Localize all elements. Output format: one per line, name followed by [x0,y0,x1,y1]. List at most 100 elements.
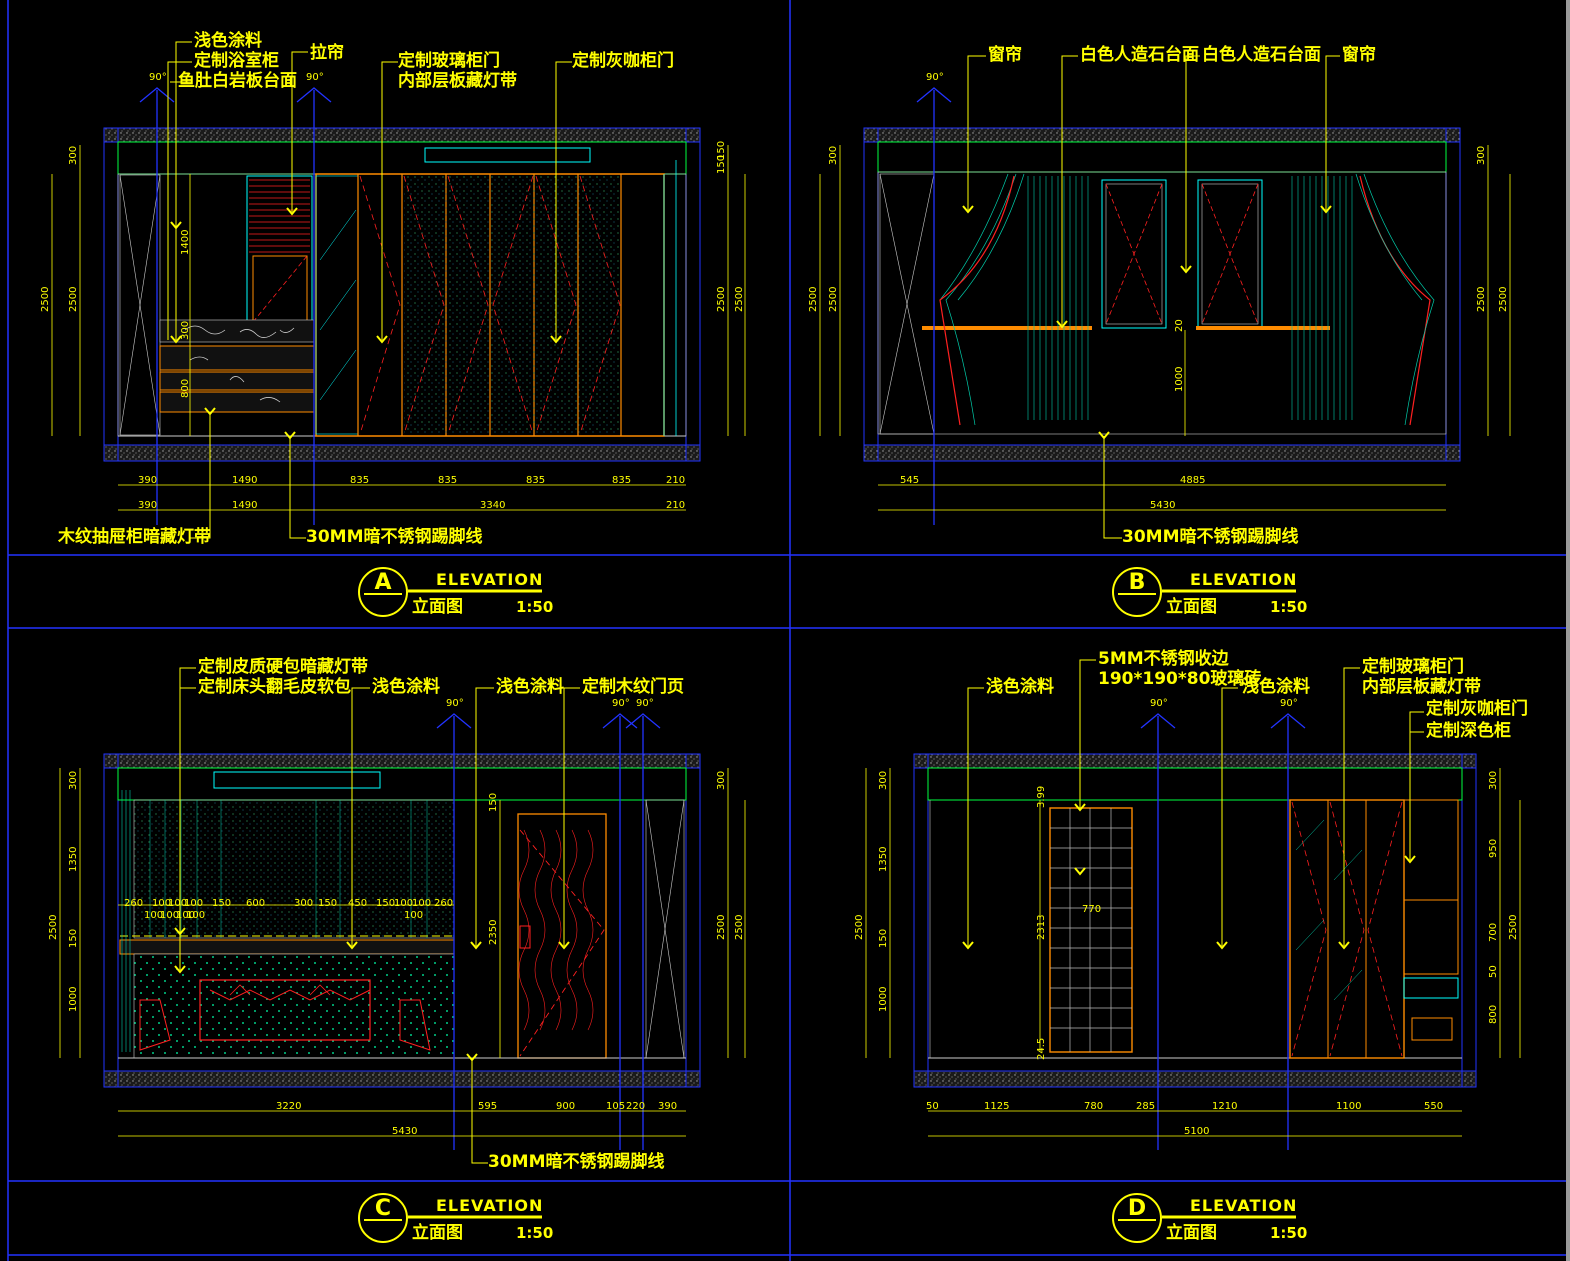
panel-c-letter: C [375,1196,391,1221]
panel-d-title-en: ELEVATION [1190,1196,1297,1215]
panel-c-dim-left-3: 150 [68,929,79,948]
panel-c-dim-row1-2: 900 [556,1101,575,1112]
leader-arrow-8 [1056,320,1068,329]
panel-b-letter: B [1129,570,1146,595]
panel-c-dim-inner-bottom-2: 100 [176,910,195,921]
panel-c-dim-inner-bottom-1: 100 [160,910,179,921]
leader-arrow-0 [170,221,182,230]
panel-c-dim-right-1: 2500 [716,915,727,940]
panel-a-dim-left-5: 800 [180,379,191,398]
panel-c-dim-door-0: 150 [488,793,499,812]
panel-d-title-cn: 立面图 [1166,1222,1217,1243]
panel-a-dim-right-0: 150 [716,141,727,160]
panel-a-dim-left-1: 2500 [68,287,79,312]
panel-b-dim-right-2: 2500 [1498,287,1509,312]
panel-b-title-en: ELEVATION [1190,570,1297,589]
panel-a-dim-left-2: 300 [68,146,79,165]
panel-d-dim-left-0: 2500 [854,915,865,940]
panel-b-dim-left-1: 2500 [828,287,839,312]
panel-b-dim-inner-1: 1000 [1174,367,1185,392]
panel-a-dim-left-0: 2500 [40,287,51,312]
panel-b-dim-right-0: 300 [1476,146,1487,165]
panel-b-dim-row1-0: 545 [900,475,919,486]
panel-c-dim-inner-top-12: 260 [434,898,453,909]
panel-a-dim-row1-5: 835 [612,475,631,486]
panel-c-dim-row1-5: 390 [658,1101,677,1112]
panel-d-note-5: 内部层板藏灯带 [1362,676,1481,697]
panel-a-drawing [51,41,746,539]
leader-arrow-9 [1180,265,1192,274]
panel-a-dim-left-3: 1400 [180,230,191,255]
panel-d-dim-right-2: 700 [1488,923,1499,942]
angle-label-4: 90° [612,698,630,709]
leader-arrow-7 [962,205,974,214]
leader-arrow-15 [470,941,482,950]
panel-d-dim-right-4: 800 [1488,1005,1499,1024]
title-block-c [358,1193,542,1243]
annotation-text-layer: A ELEVATION 立面图 1:50 B ELEVATION 立面图 1:50 C ELE… [40,30,1528,1243]
panel-d-dim-row1-2: 780 [1084,1101,1103,1112]
panel-b-title-cn: 立面图 [1166,596,1217,617]
panel-a-dim-right-3: 2500 [734,287,745,312]
leader-arrow-5 [204,407,216,416]
leader-arrow-16 [558,941,570,950]
leader-arrow-11 [1098,431,1110,440]
panel-d-dim-row2-0: 5100 [1184,1126,1209,1137]
panel-a-letter: A [374,570,391,595]
panel-d-dim-left-1: 300 [878,771,889,790]
panel-a-note-5: 内部层板藏灯带 [398,70,517,91]
panel-d-note-3: 浅色涂料 [1242,676,1310,697]
panel-a-scale: 1:50 [516,598,553,616]
leader-arrow-4 [550,335,562,344]
panel-b-note-0: 窗帘 [988,44,1022,65]
panel-c-title-en: ELEVATION [436,1196,543,1215]
panel-b-note-2: 白色人造石台面 [1202,44,1321,65]
panel-b-dim-row2-0: 5430 [1150,500,1175,511]
panel-c-note-3: 浅色涂料 [496,676,564,697]
panel-a-dim-left-4: 300 [180,321,191,340]
leader-arrow-3 [376,335,388,344]
panel-d-dim-row1-4: 1210 [1212,1101,1237,1112]
panel-d-dim-right-1: 950 [1488,839,1499,858]
panel-c-dim-inner-bottom-3: 100 [186,910,205,921]
panel-c-dim-inner-top-8: 450 [348,898,367,909]
panel-c-note-1: 定制床头翻毛皮软包 [198,676,351,697]
panel-d-dim-left-3: 150 [878,929,889,948]
leader-arrow-23 [1404,855,1416,864]
panel-a-note-2: 鱼肚白岩板台面 [178,70,297,91]
panel-b-scale: 1:50 [1270,598,1307,616]
panel-a-dim-right-2: 2500 [716,287,727,312]
panel-c-dim-inner-bottom-0: 100 [144,910,163,921]
panel-a-dim-row2-0: 390 [138,500,157,511]
panel-a-note-3: 拉帘 [310,42,344,63]
panel-d-dim-left-4: 1000 [878,987,889,1012]
panel-d-dim-left-2: 1350 [878,847,889,872]
panel-d-letter: D [1128,1196,1146,1221]
panel-c-dim-right-0: 300 [716,771,727,790]
panel-c-dim-row1-3: 105 [606,1101,625,1112]
panel-a-dim-right-1: 150 [716,155,727,174]
panel-c-dim-left-0: 2500 [48,915,59,940]
panel-c-dim-row1-1: 595 [478,1101,497,1112]
leader-arrow-20 [1074,867,1086,876]
panel-d-dim-inner-3: 24.5 [1036,1038,1047,1060]
panel-a-note-6: 定制灰咖柜门 [572,50,674,71]
panel-b-note-3: 窗帘 [1342,44,1376,65]
panel-c-drawing [59,667,746,1164]
panel-d-dim-right-0: 300 [1488,771,1499,790]
panel-a-dim-row1-0: 390 [138,475,157,486]
panel-c-dim-inner-top-5: 600 [246,898,265,909]
panel-a-note-4: 定制玻璃柜门 [398,50,500,71]
panel-a-dim-row1-6: 210 [666,475,685,486]
angle-label-5: 90° [636,698,654,709]
leader-arrow-1 [286,207,298,216]
panel-a-note-1: 定制浴室柜 [194,50,279,71]
angle-label-7: 90° [1280,698,1298,709]
panel-a-note-0: 浅色涂料 [194,30,262,51]
panel-d-dim-row1-1: 1125 [984,1101,1009,1112]
panel-d-dim-right-5: 2500 [1508,915,1519,940]
panel-d-note-2: 190*190*80玻璃砖 [1098,668,1261,689]
panel-c-dim-row2-0: 5430 [392,1126,417,1137]
panel-b-note-bottom-0: 30MM暗不锈钢踢脚线 [1122,526,1299,547]
